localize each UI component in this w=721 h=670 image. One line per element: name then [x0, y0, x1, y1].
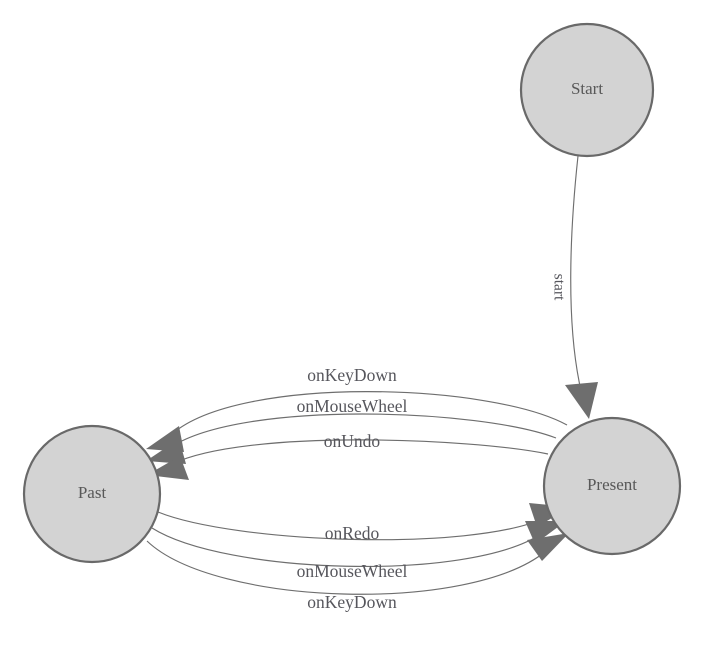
edge-label-past-present-onkeydown: onKeyDown	[307, 592, 397, 612]
edge-present-to-past-onundo[interactable]: onUndo	[147, 431, 549, 480]
edge-present-to-past-onundo-path	[171, 439, 549, 465]
edge-past-to-present-onkeydown[interactable]: onKeyDown	[146, 533, 569, 612]
node-start-label: Start	[571, 79, 603, 98]
node-start-circle[interactable]	[519, 22, 655, 158]
edge-past-to-present-onkeydown-path	[146, 540, 547, 595]
edge-label-start: start	[550, 274, 567, 301]
node-past-circle[interactable]	[22, 424, 162, 564]
edge-past-to-present-onmousewheel-path	[151, 527, 542, 567]
edge-present-to-past-onmousewheel-path	[170, 413, 557, 448]
node-present-circle[interactable]	[542, 416, 682, 556]
edge-start-to-present[interactable]: start	[550, 155, 598, 419]
edge-label-past-present-onredo: onRedo	[325, 523, 380, 543]
edge-present-to-past-onmousewheel[interactable]: onMouseWheel	[146, 396, 557, 464]
node-present[interactable]: Present	[542, 416, 682, 556]
edge-start-to-present-arrowhead	[565, 382, 598, 419]
node-present-label: Present	[587, 475, 637, 494]
edge-past-to-present-onredo[interactable]: onRedo	[157, 503, 570, 543]
edge-present-to-past-onmousewheel-arrowhead	[146, 439, 186, 464]
edge-present-to-past-onkeydown-path	[171, 391, 568, 435]
node-past-label: Past	[78, 483, 107, 502]
node-past[interactable]: Past	[22, 424, 162, 564]
edge-label-present-past-onkeydown: onKeyDown	[307, 365, 397, 385]
edge-past-to-present-onredo-path	[157, 511, 546, 541]
edge-start-to-present-path	[570, 155, 581, 387]
edge-past-to-present-onkeydown-arrowhead	[527, 533, 569, 561]
edge-label-present-past-onmousewheel: onMouseWheel	[297, 396, 408, 416]
node-start[interactable]: Start	[519, 22, 655, 158]
edge-label-past-present-onmousewheel: onMouseWheel	[297, 561, 408, 581]
edge-past-to-present-onmousewheel-arrowhead	[525, 521, 566, 544]
edge-label-present-past-onundo: onUndo	[324, 431, 381, 451]
edge-past-to-present-onmousewheel[interactable]: onMouseWheel	[151, 521, 566, 581]
